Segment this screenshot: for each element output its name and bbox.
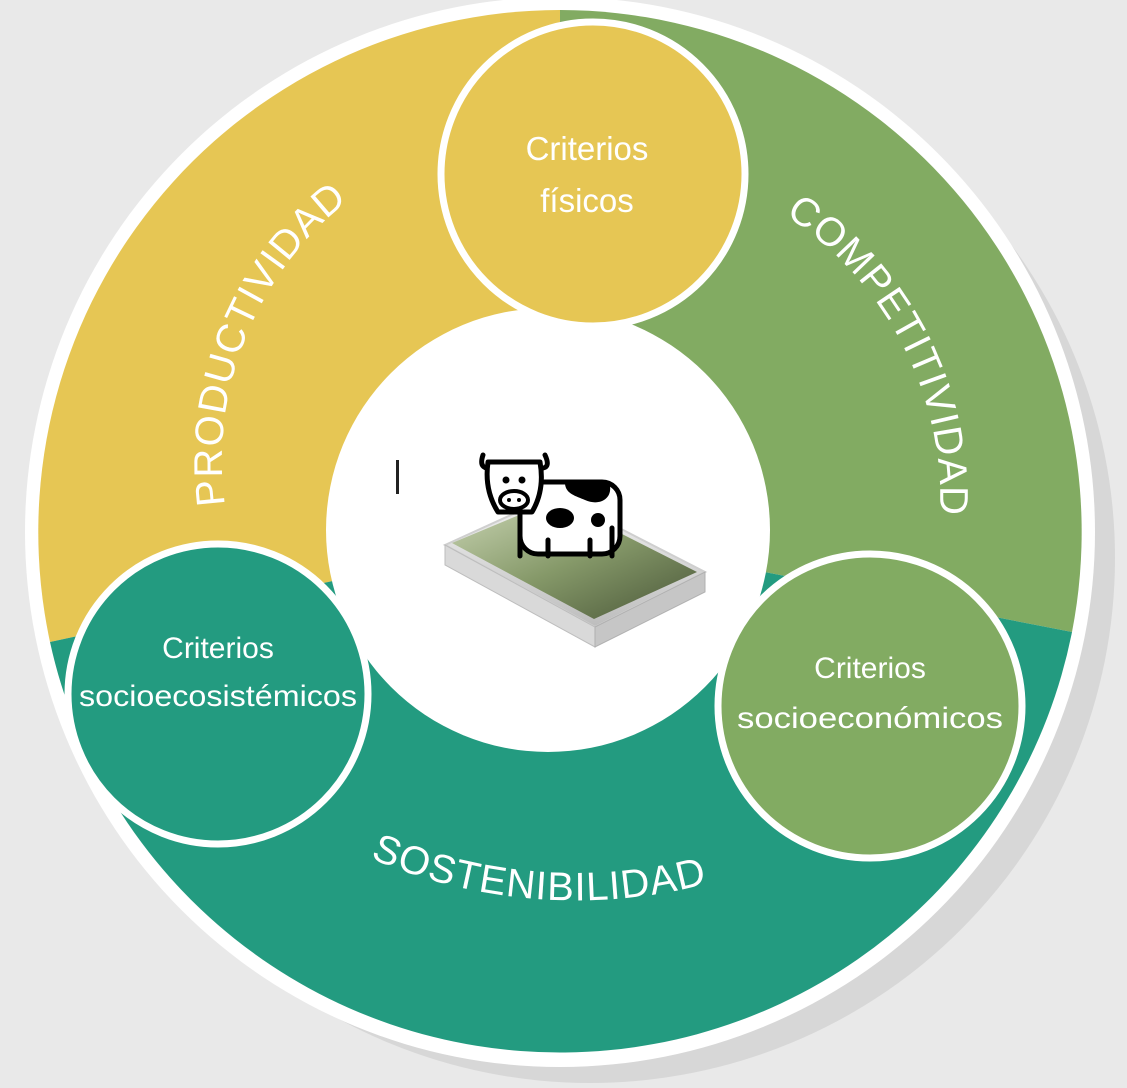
node-socioecosistemicos-line1: Criterios (162, 632, 274, 665)
cow-on-grass-tile-icon (396, 452, 708, 648)
node-fisicos (437, 18, 749, 330)
node-socioeconomicos (714, 550, 1026, 862)
node-socioecosistemicos (64, 540, 372, 848)
node-socioeconomicos-line1: Criterios (814, 652, 926, 685)
node-socioecosistemicos-line2: socioecosistémicos (79, 680, 357, 713)
node-fisicos-line2: físicos (540, 182, 634, 219)
node-fisicos-line1: Criterios (526, 130, 649, 167)
node-socioeconomicos-line2: socioeconómicos (737, 702, 1003, 735)
